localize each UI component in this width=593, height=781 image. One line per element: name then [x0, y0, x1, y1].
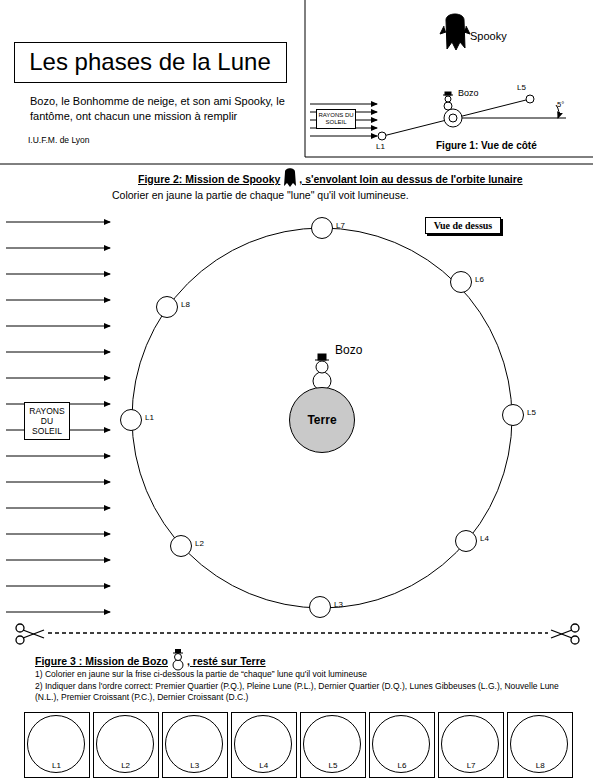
node-text: L8 — [181, 300, 190, 309]
figure-heading: , resté sur Terre — [187, 655, 266, 668]
node-text: L2 — [195, 539, 204, 548]
figure-heading: , s'envolant loin au dessus de l'orbite … — [299, 173, 522, 186]
character-name: Bozo — [335, 343, 362, 357]
intro-text: Bozo, le Bonhomme de neige, et son ami S… — [30, 94, 298, 124]
sun-ray — [6, 586, 110, 587]
scissors-icon — [16, 624, 44, 644]
sun-ray — [6, 534, 110, 535]
title-box: Les phases de la Lune — [14, 42, 287, 83]
cut-line — [48, 632, 548, 634]
node-text: L5 — [301, 761, 365, 770]
node-text: L5 — [527, 408, 536, 417]
moon-circle: L1 — [120, 409, 142, 431]
node-text: L1 — [25, 761, 89, 770]
frame-line — [0, 164, 593, 165]
figure-heading: Figure 3 : Mission de Bozo — [35, 655, 168, 668]
sun-ray — [310, 104, 377, 105]
sun-label-box: RAYONS DU SOLEIL — [316, 109, 356, 129]
lunar-orbit — [132, 228, 512, 608]
earth-side — [449, 114, 457, 122]
figure-heading: Figure 2: Mission de Spooky — [138, 173, 280, 186]
sun-ray — [6, 222, 110, 223]
position-label: L5 — [517, 83, 526, 93]
sun-ray — [6, 300, 110, 301]
sun-ray — [6, 508, 110, 509]
moon-circle: L6 — [450, 271, 472, 293]
instruction-text: 2) Indiquer dans l'ordre correct: Premie… — [35, 681, 565, 703]
sun-ray — [6, 326, 110, 327]
node-text: RAYONS DU SOLEIL — [318, 112, 354, 126]
node-text: L4 — [480, 534, 489, 543]
credit-text: I.U.F.M. de Lyon — [28, 135, 90, 145]
figure-caption: Figure 1: Vue de côté — [436, 140, 537, 152]
node-text: L8 — [508, 761, 572, 770]
node-text: L1 — [145, 413, 154, 422]
scissors-icon — [551, 624, 579, 644]
ghost-icon — [283, 167, 297, 187]
node-text: L3 — [334, 600, 343, 609]
node-text: L6 — [370, 761, 434, 770]
moon-side — [378, 132, 386, 140]
ghost-icon — [440, 14, 470, 50]
moon-circle: L5 — [502, 404, 524, 426]
frame-line — [305, 157, 593, 158]
character-name: Bozo — [458, 88, 479, 99]
moon-circle: L4 — [455, 530, 477, 552]
sun-ray — [6, 560, 110, 561]
sun-ray — [6, 248, 110, 249]
sun-ray — [6, 456, 110, 457]
view-label-box: Vue de dessus — [425, 217, 502, 234]
moon-circle: L2 — [170, 535, 192, 557]
sun-ray — [6, 378, 110, 379]
frame-line — [305, 0, 306, 157]
sun-ray — [310, 136, 377, 137]
node-text: L2 — [94, 761, 158, 770]
node-text: L6 — [475, 275, 484, 284]
node-text: L4 — [232, 761, 296, 770]
phase-box: L1 — [24, 712, 90, 778]
phase-box: L3 — [162, 712, 228, 778]
character-name: Spooky — [470, 30, 507, 43]
node-text: Vue de dessus — [434, 220, 493, 231]
earth-side — [444, 109, 462, 127]
snowman-icon — [443, 92, 453, 110]
sun-ray — [6, 612, 110, 613]
node-text: L7 — [336, 221, 345, 230]
phase-box: L6 — [369, 712, 435, 778]
snowman-icon — [313, 354, 331, 390]
phase-box: L8 — [507, 712, 573, 778]
moon-circle: L3 — [309, 596, 331, 618]
sun-label-box: RAYONS DU SOLEIL — [24, 402, 70, 441]
node-text: Les phases de la Lune — [29, 48, 271, 76]
moon-circle: L7 — [311, 217, 333, 239]
instruction-text: Colorier en jaune la partie de chaque "l… — [112, 189, 409, 202]
moon-circle: L8 — [156, 296, 178, 318]
node-text: L7 — [439, 761, 503, 770]
instruction-text: 1) Colorier en jaune sur la frise ci-des… — [35, 669, 367, 679]
node-text: RAYONS DU SOLEIL — [27, 406, 67, 437]
phase-box: L5 — [300, 712, 366, 778]
node-text: L3 — [163, 761, 227, 770]
earth-circle: Terre — [289, 387, 355, 453]
angle-label: 5° — [557, 100, 564, 109]
sun-ray — [6, 274, 110, 275]
sun-rays — [310, 104, 377, 136]
snowman-icon — [171, 649, 185, 671]
sun-ray — [6, 482, 110, 483]
phase-box: L7 — [438, 712, 504, 778]
position-label: L1 — [376, 142, 385, 152]
sun-ray — [6, 352, 110, 353]
sun-rays — [6, 222, 110, 612]
node-text: Terre — [307, 413, 336, 427]
phase-box: L2 — [93, 712, 159, 778]
ecliptic-line — [453, 118, 566, 119]
moon-side — [526, 95, 534, 103]
phase-box: L4 — [231, 712, 297, 778]
